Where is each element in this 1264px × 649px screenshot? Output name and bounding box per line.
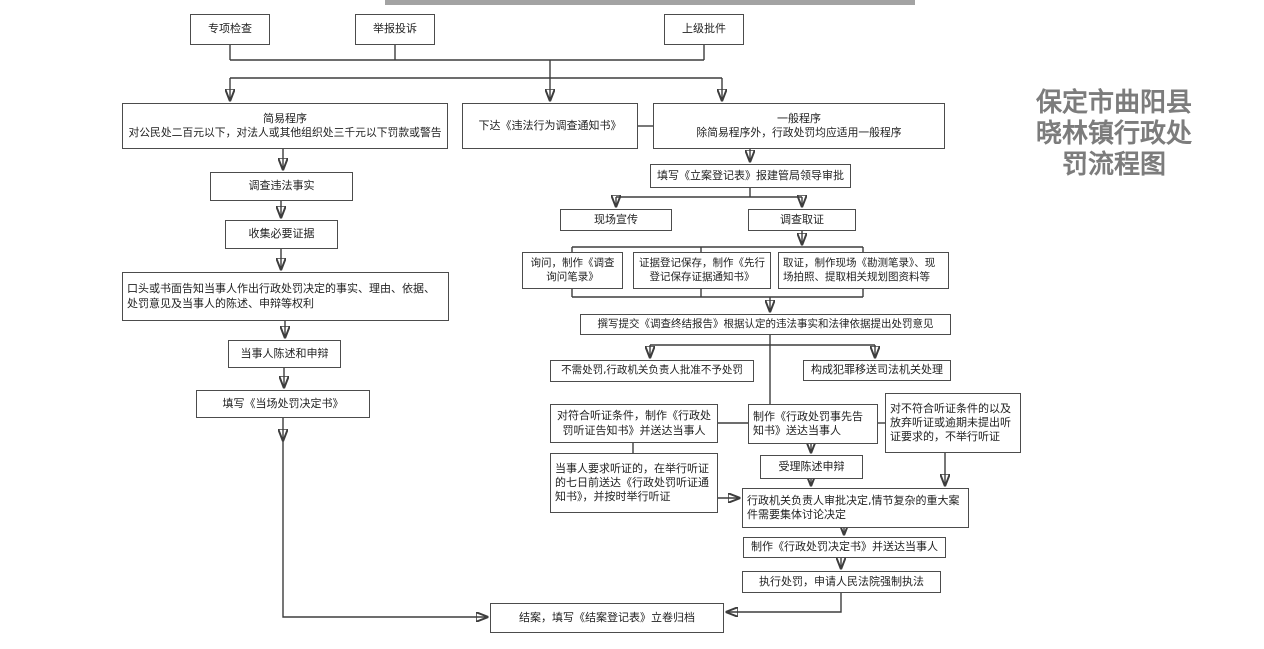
node-evidence-collection: 取证，制作现场《勘测笔录》、现场拍照、提取相关规划图资料等 <box>778 252 949 289</box>
node-general-procedure-body: 除简易程序外，行政处罚均应适用一般程序 <box>696 126 902 140</box>
node-collect-evidence: 收集必要证据 <box>225 220 338 249</box>
node-leader-approval: 行政机关负责人审批决定,情节复杂的重大案件需要集体讨论决定 <box>742 488 969 528</box>
node-special-inspection-label: 专项检查 <box>208 22 252 36</box>
node-crime-transfer: 构成犯罪移送司法机关处理 <box>803 360 951 381</box>
node-final-report-label: 撰写提交《调查终结报告》根据认定的违法事实和法律依据提出处罚意见 <box>597 317 934 330</box>
node-investigate-facts: 调查违法事实 <box>210 172 353 201</box>
node-accept-statement-label: 受理陈述申辩 <box>778 459 845 473</box>
node-inform-party-label: 口头或书面告知当事人作出行政处罚决定的事实、理由、依据、处罚意见及当事人的陈述、… <box>127 282 435 310</box>
node-hearing-request: 当事人要求听证的，在举行听证的七日前送达《行政处罚听证通知书》，并按时举行听证 <box>550 453 718 513</box>
node-inform-party: 口头或书面告知当事人作出行政处罚决定的事实、理由、依据、处罚意见及当事人的陈述、… <box>122 272 449 321</box>
node-onsite-publicity: 现场宣传 <box>560 209 672 231</box>
node-leader-approval-label: 行政机关负责人审批决定,情节复杂的重大案件需要集体讨论决定 <box>747 493 960 521</box>
node-no-penalty: 不需处罚,行政机关负责人批准不予处罚 <box>550 360 754 382</box>
node-no-hearing: 对不符合听证条件的以及放弃听证或逾期未提出听证要求的，不举行听证 <box>885 393 1021 453</box>
node-advance-notice-label: 制作《行政处罚事先告知书》送达当事人 <box>753 409 863 437</box>
node-report-complaint-label: 举报投诉 <box>373 22 417 36</box>
node-accept-statement: 受理陈述申辩 <box>760 455 863 479</box>
page-title-line-2: 晓林镇行政处 <box>1035 119 1192 150</box>
node-onsite-publicity-label: 现场宣传 <box>594 212 638 226</box>
node-collect-evidence-label: 收集必要证据 <box>248 227 315 241</box>
node-crime-transfer-label: 构成犯罪移送司法机关处理 <box>811 363 943 377</box>
node-simple-procedure-body: 对公民处二百元以下，对法人或其他组织处三千元以下罚款或警告 <box>128 126 442 140</box>
node-case-registration-label: 填写《立案登记表》报建管局领导审批 <box>657 168 844 182</box>
node-hearing-notice-label: 对符合听证条件，制作《行政处罚听证告知书》并送达当事人 <box>557 409 711 437</box>
node-hearing-request-label: 当事人要求听证的，在举行听证的七日前送达《行政处罚听证通知书》，并按时举行听证 <box>555 461 709 504</box>
node-superior-approval-label: 上级批件 <box>682 22 726 36</box>
node-penalty-decision: 制作《行政处罚决定书》并送达当事人 <box>743 537 946 558</box>
node-evidence-preservation-label: 证据登记保存，制作《先行登记保存证据通知书》 <box>639 256 765 283</box>
node-special-inspection: 专项检查 <box>190 14 270 45</box>
node-onsite-decision-label: 填写《当场处罚决定书》 <box>222 396 344 410</box>
node-issue-notice: 下达《违法行为调查通知书》 <box>462 103 638 149</box>
node-general-procedure-title: 一般程序 <box>777 111 821 125</box>
cropped-top-bar <box>385 0 915 5</box>
node-close-case: 结案，填写《结案登记表》立卷归档 <box>490 603 724 633</box>
node-investigation-evidence: 调查取证 <box>748 209 856 231</box>
edge-left-branch-to-close <box>282 440 487 617</box>
node-report-complaint: 举报投诉 <box>355 14 435 45</box>
node-investigation-evidence-label: 调查取证 <box>780 212 824 226</box>
node-issue-notice-label: 下达《违法行为调查通知书》 <box>478 118 622 132</box>
page-title: 保定市曲阳县 晓林镇行政处 罚流程图 <box>1024 88 1204 182</box>
edge-execute-to-close <box>727 593 842 612</box>
node-inquiry-record-label: 询问，制作《调查询问笔录》 <box>530 256 615 283</box>
node-no-penalty-label: 不需处罚,行政机关负责人批准不予处罚 <box>561 364 743 377</box>
node-superior-approval: 上级批件 <box>664 14 744 45</box>
node-close-case-label: 结案，填写《结案登记表》立卷归档 <box>519 610 695 624</box>
page-title-line-1: 保定市曲阳县 <box>1035 88 1192 118</box>
node-investigate-facts-label: 调查违法事实 <box>248 179 315 193</box>
node-case-registration: 填写《立案登记表》报建管局领导审批 <box>650 164 851 188</box>
node-party-statement-label: 当事人陈述和申辩 <box>240 346 329 360</box>
node-inquiry-record: 询问，制作《调查询问笔录》 <box>522 252 623 289</box>
node-simple-procedure-title: 简易程序 <box>263 111 307 125</box>
node-evidence-preservation: 证据登记保存，制作《先行登记保存证据通知书》 <box>633 252 771 289</box>
node-execute-penalty: 执行处罚，申请人民法院强制执法 <box>742 571 941 593</box>
node-simple-procedure: 简易程序 对公民处二百元以下，对法人或其他组织处三千元以下罚款或警告 <box>122 103 448 149</box>
node-onsite-decision: 填写《当场处罚决定书》 <box>196 390 370 418</box>
node-final-report: 撰写提交《调查终结报告》根据认定的违法事实和法律依据提出处罚意见 <box>580 314 951 335</box>
node-hearing-notice: 对符合听证条件，制作《行政处罚听证告知书》并送达当事人 <box>550 404 718 443</box>
node-general-procedure: 一般程序 除简易程序外，行政处罚均应适用一般程序 <box>653 103 945 149</box>
page-title-line-3: 罚流程图 <box>1061 150 1166 181</box>
node-advance-notice: 制作《行政处罚事先告知书》送达当事人 <box>748 404 878 444</box>
node-execute-penalty-label: 执行处罚，申请人民法院强制执法 <box>759 574 924 588</box>
node-no-hearing-label: 对不符合听证条件的以及放弃听证或逾期未提出听证要求的，不举行听证 <box>890 401 1011 444</box>
node-evidence-collection-label: 取证，制作现场《勘测笔录》、现场拍照、提取相关规划图资料等 <box>783 256 936 283</box>
node-penalty-decision-label: 制作《行政处罚决定书》并送达当事人 <box>751 540 938 554</box>
node-party-statement: 当事人陈述和申辩 <box>228 340 341 368</box>
